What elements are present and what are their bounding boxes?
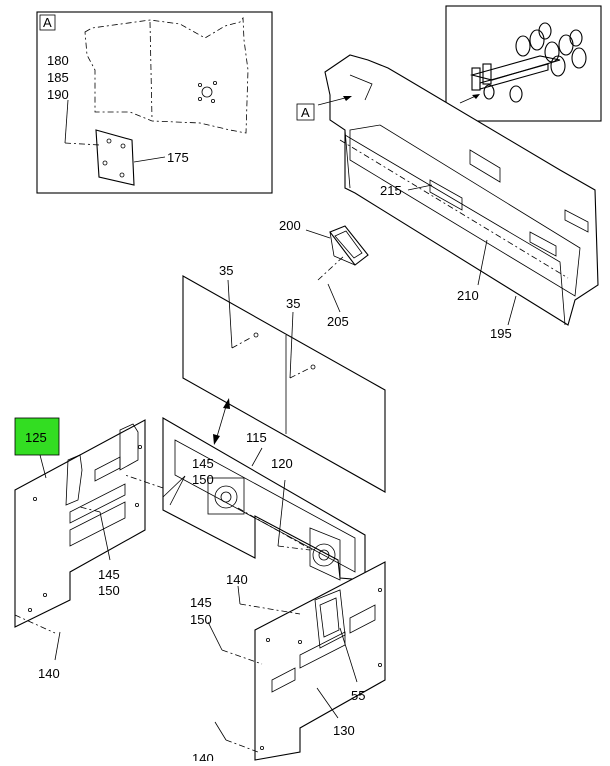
callout-180: 180 (47, 53, 69, 68)
callout-210: 210 (457, 288, 479, 303)
callout-195: 195 (490, 326, 512, 341)
callout-35-right: 35 (286, 296, 300, 311)
callout-35-left: 35 (219, 263, 233, 278)
callout-205: 205 (327, 314, 349, 329)
detail-a-ref-box (296, 103, 315, 121)
callout-130: 130 (333, 723, 355, 738)
rear-inner-panel-115 (162, 417, 366, 581)
callout-125-highlight (14, 417, 60, 456)
callout-150-left: 150 (98, 583, 120, 598)
detail-a-label: A (43, 15, 52, 30)
callout-120: 120 (271, 456, 293, 471)
orientation-inset (445, 5, 602, 122)
detail-a-label-box (39, 14, 56, 31)
left-side-panel (14, 419, 146, 628)
detail-a-ref-label: A (301, 105, 310, 120)
right-side-panel (254, 561, 386, 761)
callout-140-mid: 140 (226, 572, 248, 587)
callout-145-lower: 145 (190, 595, 212, 610)
callout-200: 200 (279, 218, 301, 233)
item-200-part (329, 225, 369, 266)
double-arrow-icon (213, 398, 230, 445)
callout-215: 215 (380, 183, 402, 198)
callout-55: 55 (351, 688, 365, 703)
callout-140-left: 140 (38, 666, 60, 681)
callout-185: 185 (47, 70, 69, 85)
callout-190: 190 (47, 87, 69, 102)
callout-115: 115 (246, 430, 267, 445)
back-wall-panel (324, 54, 599, 326)
insulation-panels-35 (182, 275, 386, 493)
callout-175: 175 (167, 150, 189, 165)
callout-150-lower: 150 (190, 612, 212, 627)
mounting-plate-175 (95, 129, 135, 186)
callout-150-upper: 150 (192, 472, 214, 487)
bracket-phantom-outline (84, 16, 249, 134)
callout-145-left: 145 (98, 567, 120, 582)
callout-140-bottom: 140 (192, 751, 214, 761)
callout-145-upper: 145 (192, 456, 214, 471)
detail-a-inset: A (36, 11, 273, 194)
callout-125: 125 (25, 430, 47, 445)
truck-chassis-icon (469, 22, 587, 103)
